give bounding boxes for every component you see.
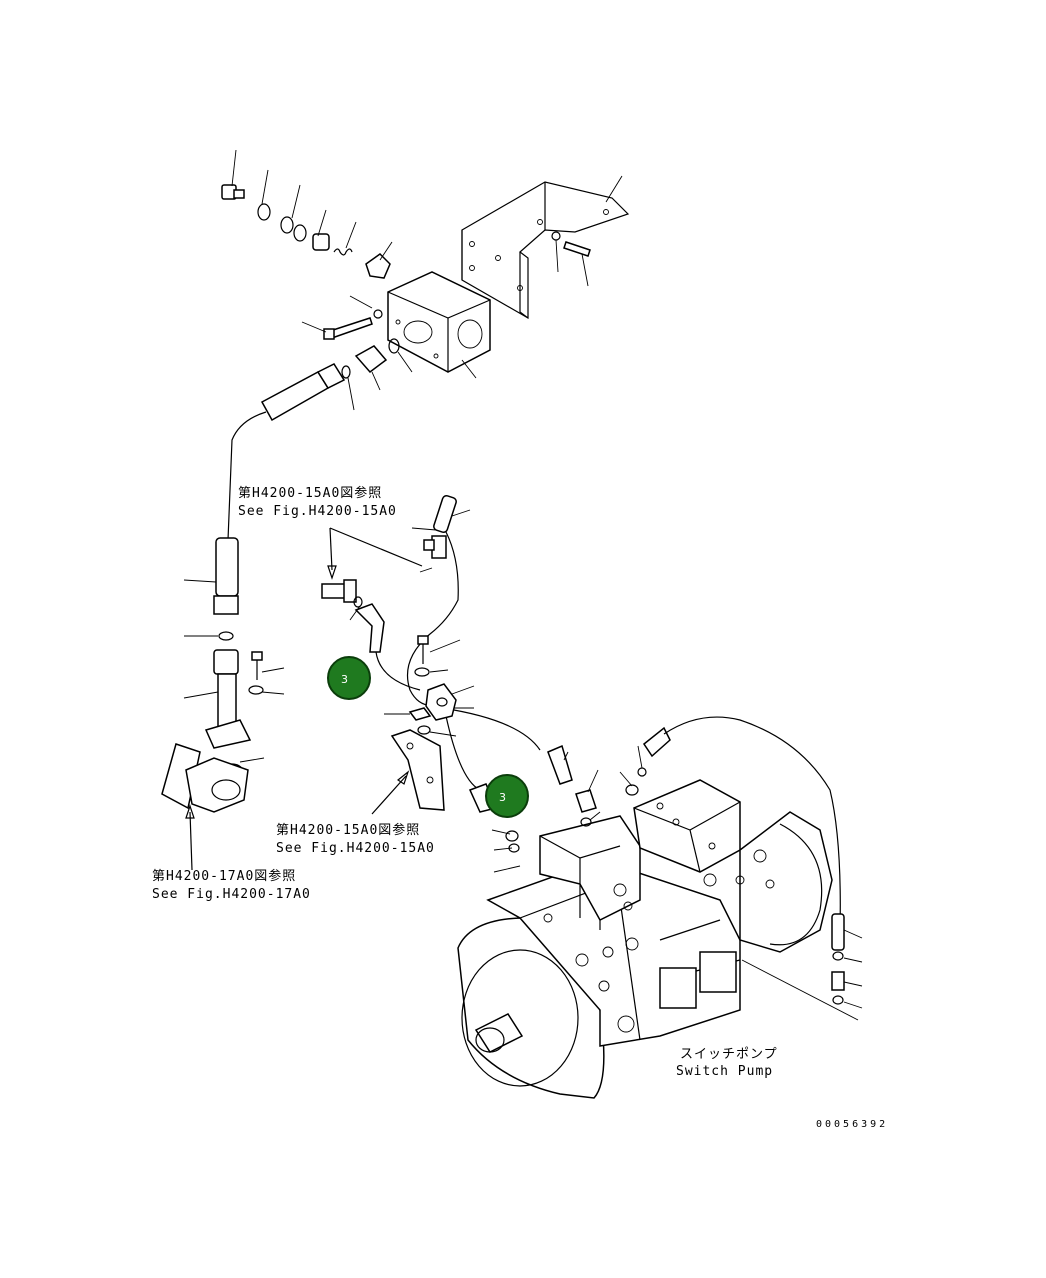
callout-3-left[interactable]: 3 [327,656,371,700]
hose-top [227,363,346,541]
reference-note-1: 第H4200-15A0図参照 See Fig.H4200-15A0 [238,485,397,519]
ref3-en: See Fig.H4200-17A0 [152,887,311,902]
ref2-jp: 第H4200-15A0図参照 [276,822,420,838]
reference-note-2: 第H4200-15A0図参照 See Fig.H4200-15A0 [276,822,435,856]
ref1-jp: 第H4200-15A0図参照 [238,485,382,501]
small-parts-top [221,184,591,379]
ref1-en: See Fig.H4200-15A0 [238,504,397,519]
mounting-bracket [461,181,630,320]
reference-note-3: 第H4200-17A0図参照 See Fig.H4200-17A0 [152,868,311,902]
callout-circle[interactable] [485,774,529,818]
callout-number: 3 [341,673,348,686]
callout-circle[interactable] [327,656,371,700]
ref3-jp: 第H4200-17A0図参照 [152,868,296,884]
switch-pump-assembly [457,716,863,1099]
pump-label: スイッチポンプ Switch Pump [676,1047,778,1079]
pump-label-jp: スイッチポンプ [680,1047,778,1062]
callout-3-right[interactable]: 3 [485,774,529,818]
center-fittings [321,495,541,815]
callout-number: 3 [499,791,506,804]
drawing-code: 00056392 [816,1119,888,1130]
pump-label-en: Switch Pump [676,1064,773,1079]
valve-block [387,271,491,373]
left-assembly [161,537,285,871]
ref2-en: See Fig.H4200-15A0 [276,841,435,856]
leader-lines-top [231,149,623,411]
